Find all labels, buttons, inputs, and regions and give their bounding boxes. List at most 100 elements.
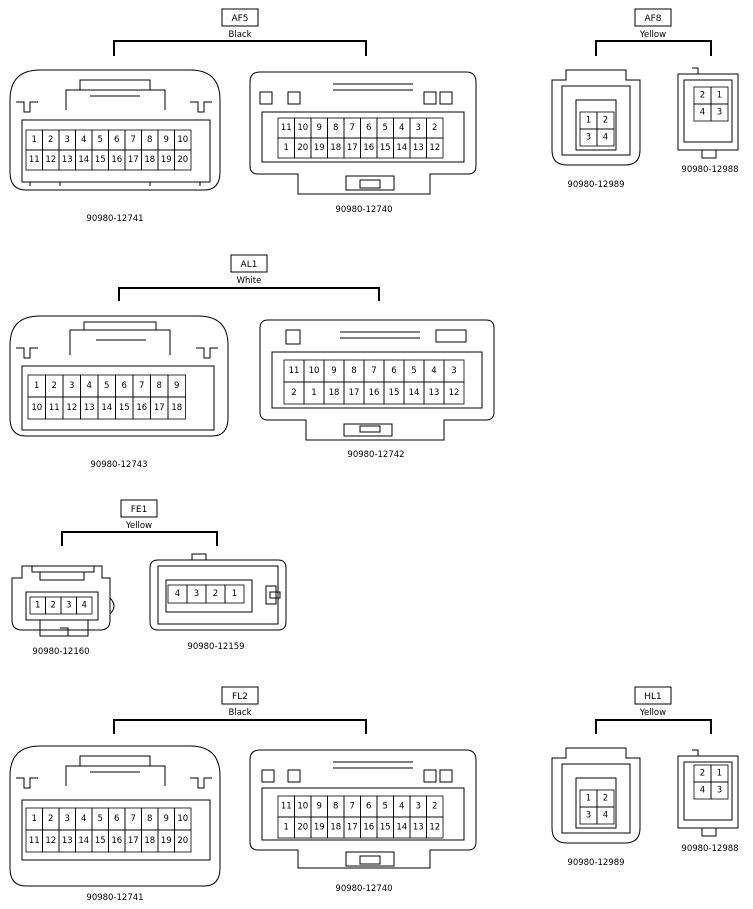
pin-number: 6 bbox=[366, 123, 371, 133]
pin-cell: 10 bbox=[294, 795, 312, 818]
pin-number: 19 bbox=[161, 155, 172, 165]
pin-number: 16 bbox=[363, 143, 374, 153]
pin-box bbox=[167, 396, 186, 420]
pin-number: 15 bbox=[95, 836, 106, 846]
pin-box bbox=[224, 584, 245, 604]
pin-cell: 15 bbox=[115, 396, 134, 420]
pin-number: 17 bbox=[347, 143, 358, 153]
pin-number: 15 bbox=[119, 403, 130, 413]
pin-number: 8 bbox=[351, 366, 356, 376]
pin-number: 4 bbox=[81, 814, 86, 824]
pin-number: 2 bbox=[48, 135, 53, 145]
pin-box bbox=[596, 128, 615, 147]
pin-cell: 15 bbox=[376, 137, 394, 159]
pin-cell: 12 bbox=[426, 137, 444, 159]
pin-cell: 6 bbox=[383, 359, 405, 383]
group-code: AF8 bbox=[644, 14, 661, 24]
pin-cell: 4 bbox=[596, 806, 615, 825]
bracket bbox=[595, 40, 712, 56]
pin-number: 1 bbox=[717, 769, 722, 779]
pin-number: 2 bbox=[432, 123, 437, 133]
pin-cell: 4 bbox=[393, 117, 411, 139]
pin-number: 1 bbox=[32, 135, 37, 145]
pin-number: 6 bbox=[391, 366, 396, 376]
wire-color: Black bbox=[229, 708, 252, 718]
group-code: FE1 bbox=[131, 505, 148, 515]
pin-number: 10 bbox=[31, 403, 42, 413]
pin-number: 17 bbox=[128, 155, 139, 165]
pin-cell: 6 bbox=[360, 795, 378, 818]
pin-number: 5 bbox=[383, 123, 388, 133]
pin-number: 18 bbox=[144, 836, 155, 846]
pin-box bbox=[76, 596, 93, 615]
pin-number: 15 bbox=[380, 823, 391, 833]
pin-number: 18 bbox=[329, 388, 340, 398]
pin-cell: 11 bbox=[277, 795, 295, 818]
pin-cell: 8 bbox=[150, 374, 169, 398]
pin-number: 11 bbox=[289, 366, 300, 376]
pin-box bbox=[443, 381, 465, 405]
pin-number: 15 bbox=[389, 388, 400, 398]
pin-cell: 17 bbox=[124, 149, 142, 171]
pin-cell: 14 bbox=[75, 829, 93, 853]
pin-number: 4 bbox=[81, 135, 86, 145]
pin-cell: 1 bbox=[25, 129, 43, 151]
pin-number: 12 bbox=[45, 155, 56, 165]
pin-cell: 4 bbox=[423, 359, 445, 383]
pin-box bbox=[710, 103, 729, 122]
bracket bbox=[113, 719, 367, 734]
pin-number: 20 bbox=[177, 836, 188, 846]
pin-number: 13 bbox=[413, 143, 424, 153]
pin-number: 2 bbox=[213, 589, 218, 599]
pin-cell: 3 bbox=[409, 117, 427, 139]
pin-cell: 4 bbox=[393, 795, 411, 818]
pin-cell: 1 bbox=[277, 816, 295, 839]
pin-cell: 11 bbox=[25, 829, 43, 853]
pin-number: 16 bbox=[136, 403, 147, 413]
pin-number: 16 bbox=[111, 155, 122, 165]
pin-cell: 2 bbox=[426, 117, 444, 139]
pin-cell: 18 bbox=[323, 381, 345, 405]
pin-cell: 3 bbox=[60, 596, 77, 615]
pin-number: 2 bbox=[700, 769, 705, 779]
pin-cell: 4 bbox=[75, 129, 93, 151]
pin-cell: 2 bbox=[45, 596, 62, 615]
pin-number: 18 bbox=[144, 155, 155, 165]
pin-number: 3 bbox=[586, 811, 591, 821]
pin-number: 8 bbox=[147, 814, 152, 824]
pin-number: 3 bbox=[416, 123, 421, 133]
pin-cell: 8 bbox=[327, 795, 345, 818]
pin-cell: 4 bbox=[80, 374, 99, 398]
pin-cell: 3 bbox=[58, 129, 76, 151]
pin-number: 3 bbox=[194, 589, 199, 599]
pin-cell: 4 bbox=[693, 781, 712, 800]
pin-cell: 7 bbox=[124, 807, 142, 831]
pin-number: 18 bbox=[330, 143, 341, 153]
pin-number: 12 bbox=[45, 836, 56, 846]
pin-number: 7 bbox=[131, 814, 136, 824]
pin-cell: 13 bbox=[58, 149, 76, 171]
pin-cell: 11 bbox=[25, 149, 43, 171]
pin-number: 5 bbox=[104, 381, 109, 391]
pin-cell: 5 bbox=[97, 374, 116, 398]
pin-cell: 3 bbox=[62, 374, 81, 398]
wire-color: Yellow bbox=[639, 30, 666, 40]
pin-cell: 13 bbox=[409, 816, 427, 839]
pin-number: 13 bbox=[62, 155, 73, 165]
pin-number: 10 bbox=[177, 135, 188, 145]
pin-cell: 2 bbox=[42, 807, 60, 831]
pin-number: 14 bbox=[78, 836, 89, 846]
pin-number: 14 bbox=[396, 823, 407, 833]
pin-cell: 18 bbox=[141, 149, 159, 171]
group-code-box bbox=[634, 686, 672, 705]
pin-cell: 2 bbox=[283, 381, 305, 405]
pin-number: 3 bbox=[717, 786, 722, 796]
part-number: 90980-12743 bbox=[90, 460, 147, 470]
